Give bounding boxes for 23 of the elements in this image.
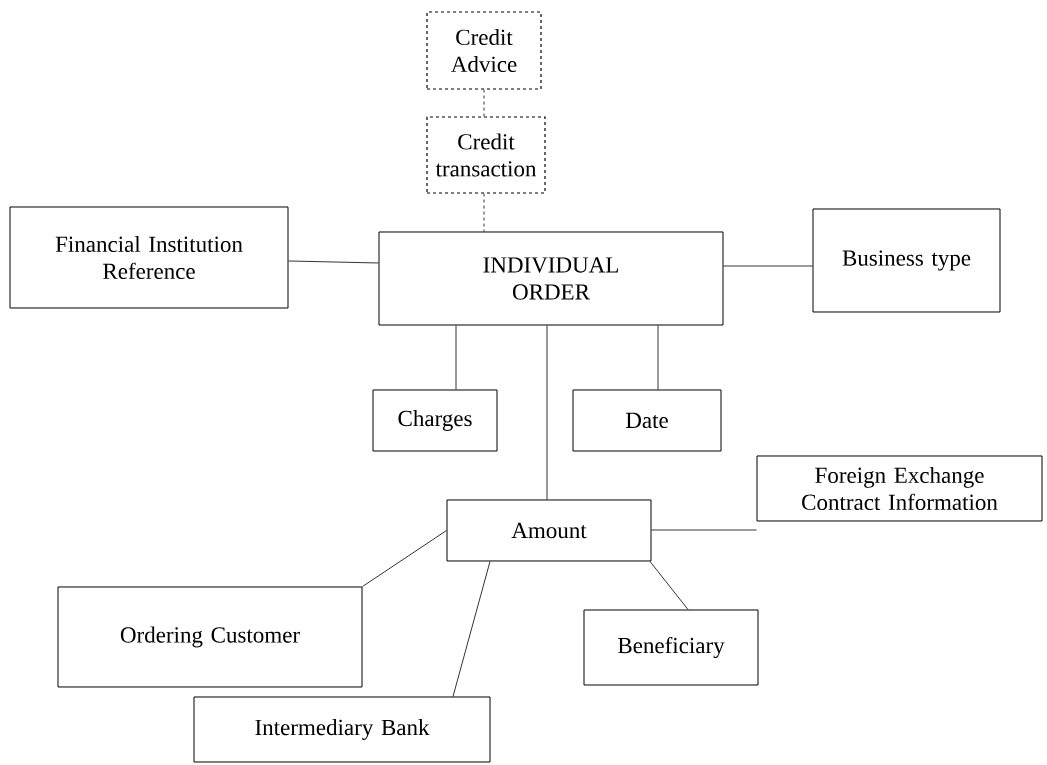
entity-box: Beneficiary <box>583 609 759 686</box>
connector-line <box>657 325 659 390</box>
entity-box: Financial Institution Reference <box>9 206 289 309</box>
connector-line <box>483 89 485 117</box>
connector-line <box>546 325 548 500</box>
connector-line <box>288 260 379 264</box>
entity-box: Credit Advice <box>426 11 542 90</box>
entity-box: Amount <box>446 499 652 562</box>
connector-line <box>452 561 491 697</box>
entity-box: Date <box>572 389 722 452</box>
entity-box: Foreign Exchange Contract Information <box>756 455 1043 522</box>
connector-line <box>723 265 813 267</box>
entity-box: Charges <box>372 389 498 452</box>
entity-box: Intermediary Bank <box>193 696 491 763</box>
connector-line <box>362 530 447 587</box>
entity-box: INDIVIDUAL ORDER <box>378 231 724 326</box>
connector-line <box>483 193 485 232</box>
entity-box: Business type <box>812 208 1001 313</box>
connector-line <box>649 561 689 610</box>
connector-line <box>651 529 757 531</box>
entity-box: Credit transaction <box>426 116 546 194</box>
entity-box: Ordering Customer <box>57 586 363 688</box>
connector-line <box>455 325 457 390</box>
